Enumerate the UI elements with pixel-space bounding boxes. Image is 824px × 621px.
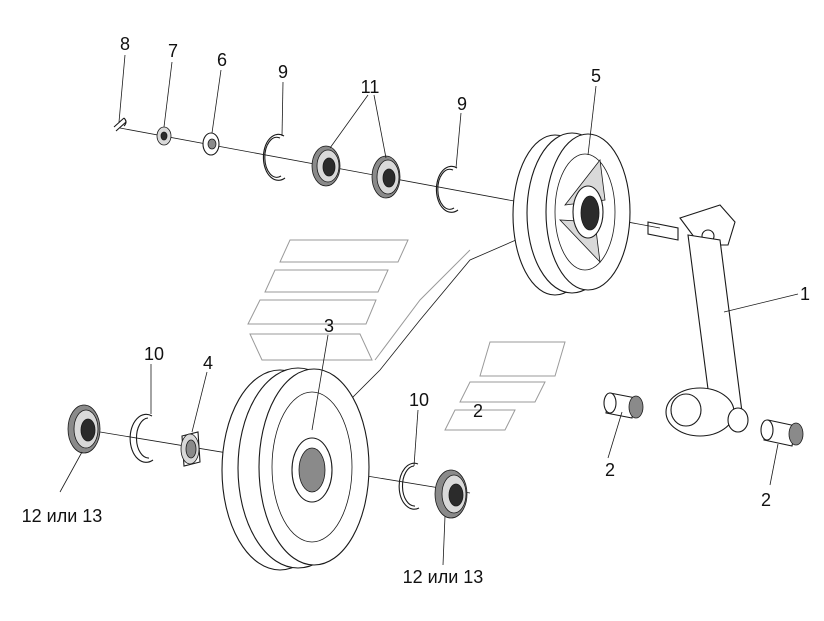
pulley-3	[221, 367, 370, 571]
label-part-12-13-left: 12 или 13	[22, 506, 103, 526]
watermark-logo	[247, 239, 566, 431]
retaining-ring-9-left	[262, 133, 286, 181]
bearing-12-13-left	[67, 404, 101, 454]
bearing-11-right	[371, 155, 401, 199]
label-part-8: 8	[120, 34, 130, 54]
label-part-2-right: 2	[761, 490, 771, 510]
label-part-4: 4	[203, 353, 213, 373]
retaining-ring-10-right	[398, 462, 420, 510]
label-part-10-left: 10	[144, 344, 164, 364]
label-part-9-left: 9	[278, 62, 288, 82]
label-part-5: 5	[591, 66, 601, 86]
label-part-2-watermark: 2	[473, 401, 483, 421]
lever-arm-1	[647, 204, 749, 437]
leader-lines	[59, 54, 799, 566]
label-part-3: 3	[324, 316, 334, 336]
label-part-1: 1	[800, 284, 810, 304]
label-part-7: 7	[168, 41, 178, 61]
pulley-5	[512, 132, 631, 296]
spacer-4	[180, 431, 201, 467]
bushing-2-right	[760, 419, 804, 447]
retaining-ring-10-left	[129, 413, 154, 463]
bearing-11-left	[311, 145, 341, 187]
label-part-2-left: 2	[605, 460, 615, 480]
label-part-11: 11	[361, 77, 380, 97]
label-part-6: 6	[217, 50, 227, 70]
washer-6	[202, 132, 220, 156]
label-part-10-right: 10	[409, 390, 429, 410]
bushing-2-left	[603, 392, 644, 419]
label-part-12-13-right: 12 или 13	[403, 567, 484, 587]
retaining-ring-9-right	[435, 165, 459, 213]
castle-nut-7	[156, 126, 172, 146]
bearing-12-13-right	[434, 469, 468, 519]
label-part-9-right: 9	[457, 94, 467, 114]
cotter-pin-8	[113, 117, 127, 132]
